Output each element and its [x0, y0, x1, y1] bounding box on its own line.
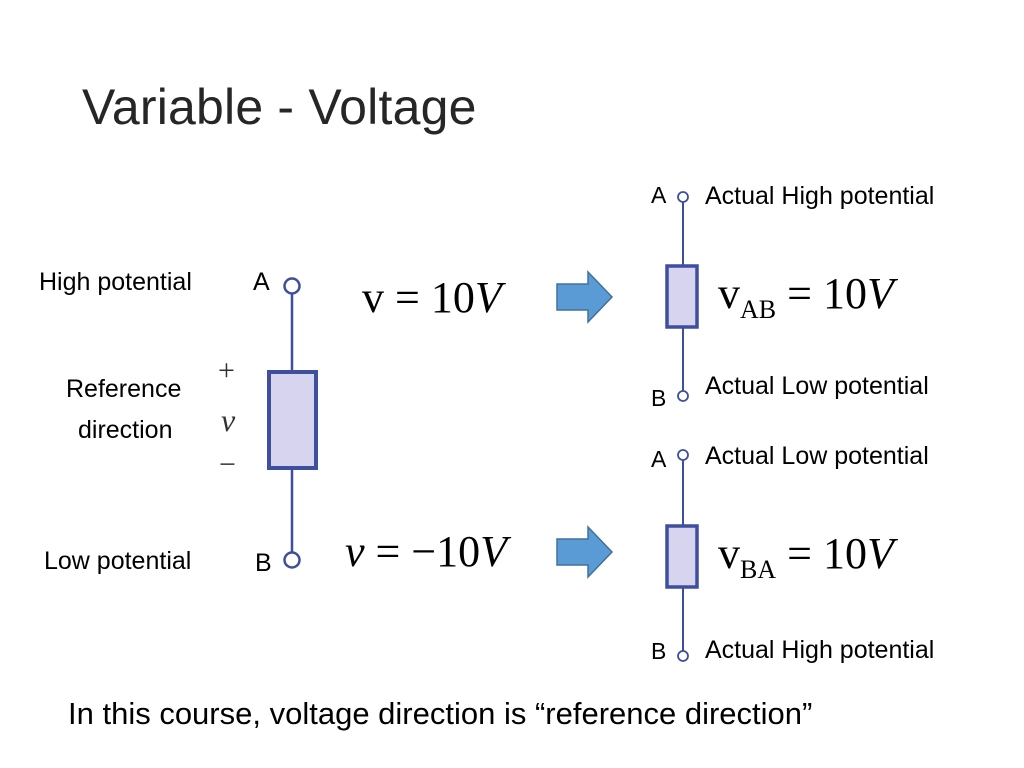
arrow-right-icon: [556, 270, 614, 324]
footer-note: In this course, voltage direction is “re…: [68, 696, 813, 731]
page-title: Variable - Voltage: [82, 79, 477, 135]
actual-low-label: Actual Low potential: [705, 372, 929, 400]
node-a-label: A: [253, 268, 270, 296]
actual-high-label: Actual High potential: [705, 636, 935, 664]
node-b-label: B: [255, 549, 272, 577]
node-a-label: A: [651, 182, 667, 208]
result-rest: = 10: [776, 269, 867, 318]
result-var: v: [718, 529, 740, 578]
resistor: [665, 524, 699, 589]
resistor: [267, 370, 318, 470]
node-b-label: B: [651, 638, 667, 664]
top-right-circuit: [665, 191, 699, 402]
actual-low-label: Actual Low potential: [705, 442, 929, 470]
result-var: v: [718, 269, 740, 318]
result-rest: = 10: [776, 529, 867, 578]
result-unit: V: [866, 529, 894, 578]
plus-sign: +: [218, 354, 235, 387]
eq-rest: = −10: [364, 527, 481, 576]
result-equation-bottom: vBA = 10V: [718, 528, 894, 584]
terminal-a: [677, 191, 689, 203]
left-circuit: [267, 277, 318, 569]
high-potential-label: High potential: [39, 268, 192, 296]
result-unit: V: [866, 269, 894, 318]
reference-label-line2: direction: [78, 416, 173, 444]
arrow-right-icon: [556, 525, 614, 579]
bottom-right-circuit: [665, 449, 699, 662]
node-a-label: A: [651, 446, 667, 472]
resistor: [665, 264, 699, 329]
terminal-b: [677, 390, 689, 402]
terminal-b: [283, 551, 301, 569]
eq-var: v: [362, 273, 384, 322]
equation-top: v = 10V: [362, 272, 502, 323]
eq-unit: V: [474, 273, 502, 322]
result-sub: BA: [740, 555, 777, 584]
result-equation-top: vAB = 10V: [718, 268, 894, 324]
terminal-a: [677, 449, 689, 461]
reference-label-line1: Reference: [66, 375, 182, 403]
eq-var: v: [345, 527, 365, 576]
actual-high-label: Actual High potential: [705, 182, 935, 210]
node-b-label: B: [651, 385, 667, 411]
voltage-variable: v: [221, 402, 236, 438]
low-potential-label: Low potential: [44, 547, 192, 575]
eq-unit: V: [480, 527, 508, 576]
equation-bottom: v = −10V: [345, 526, 507, 577]
terminal-b: [677, 650, 689, 662]
terminal-a: [283, 277, 301, 295]
minus-sign: −: [219, 448, 236, 481]
eq-rest: = 10: [384, 273, 475, 322]
result-sub: AB: [740, 295, 777, 324]
